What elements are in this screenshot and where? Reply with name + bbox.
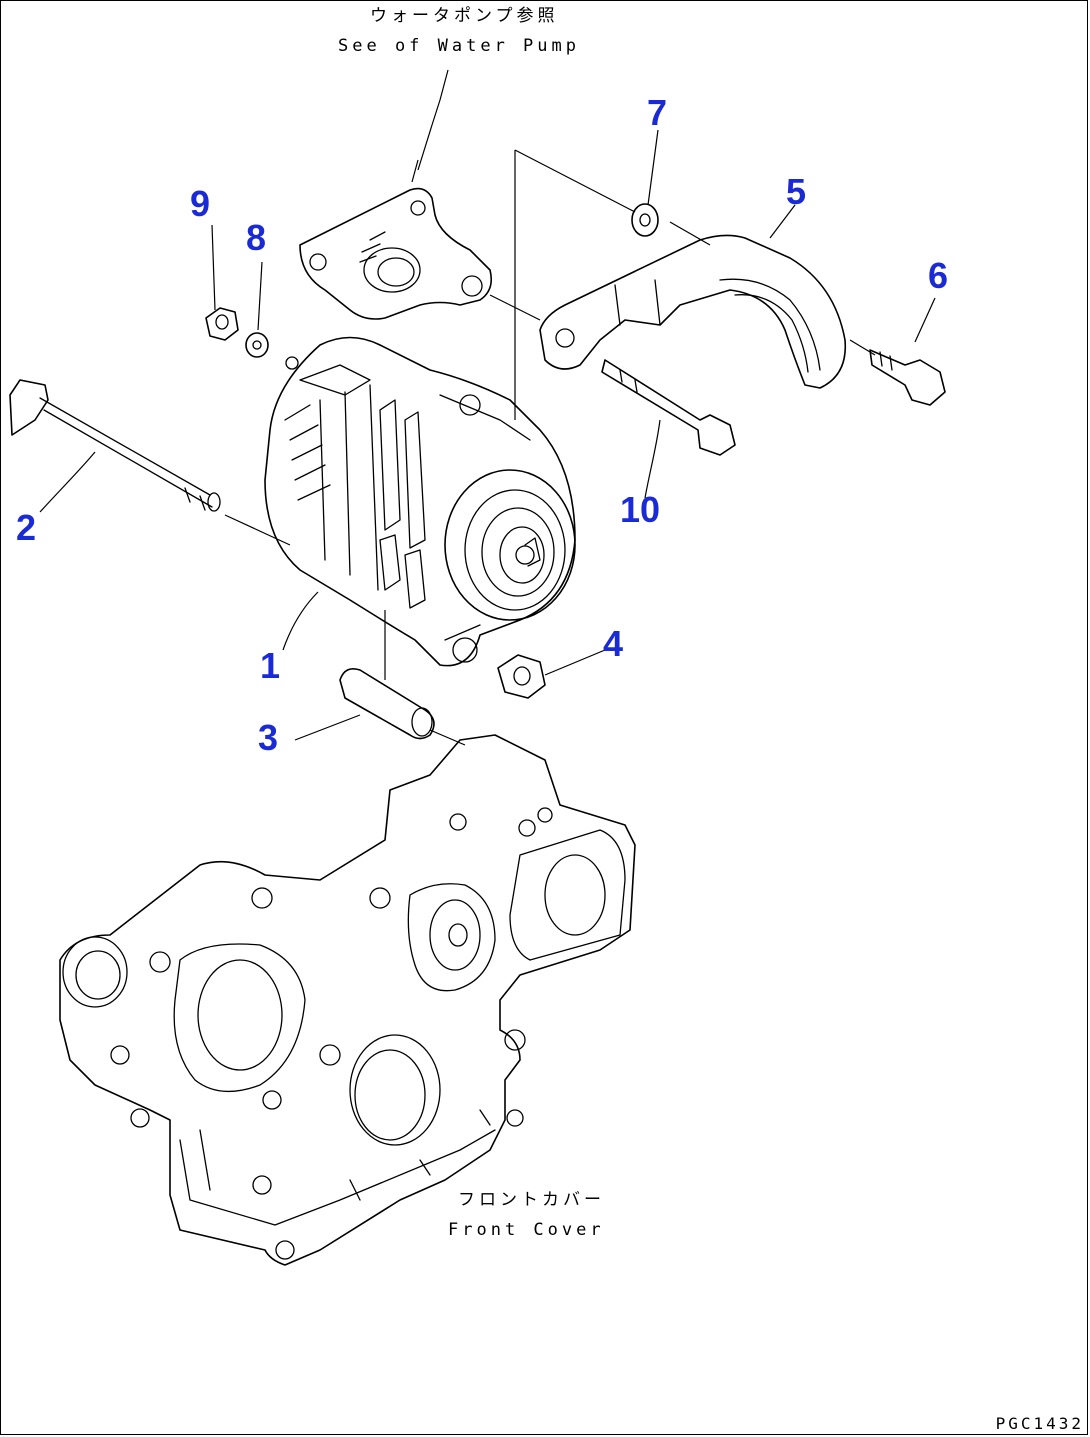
assembly-line-washer — [514, 149, 636, 213]
water-pump-note-en: See of Water Pump — [338, 36, 580, 56]
callout-5: 5 — [786, 171, 807, 212]
callout-10: 10 — [620, 489, 661, 530]
callout-3: 3 — [258, 717, 279, 758]
nut-4 — [497, 654, 546, 699]
leader-lines — [39, 69, 936, 746]
callout-2: 2 — [16, 507, 37, 548]
front-cover — [59, 734, 636, 1266]
front-cover-note-en: Front Cover — [448, 1220, 605, 1240]
leader-10 — [644, 419, 661, 499]
assembly-line-cover — [429, 729, 466, 746]
water-pump-arrow — [411, 159, 419, 183]
leader-2 — [39, 451, 96, 513]
leader-9 — [211, 224, 216, 311]
water-pump-leader — [417, 69, 449, 171]
adjusting-plate — [539, 234, 847, 389]
assembly-line-washer7 — [669, 221, 711, 246]
water-pump-bracket — [299, 187, 493, 320]
callout-9: 9 — [190, 183, 211, 224]
alternator — [264, 336, 576, 667]
callout-8: 8 — [246, 217, 267, 258]
bolt-10 — [601, 359, 736, 456]
front-cover-note-jp: フロントカバー — [458, 1190, 605, 1210]
leader-8 — [257, 261, 263, 331]
leader-7 — [647, 129, 659, 206]
assembly-line-bolt — [224, 514, 291, 546]
washer-7 — [631, 203, 659, 237]
spacer-3 — [339, 667, 435, 740]
leader-4 — [544, 649, 606, 676]
leader-6 — [914, 297, 936, 343]
washer-8 — [245, 332, 269, 358]
leader-3 — [294, 714, 361, 741]
callout-1: 1 — [260, 645, 281, 686]
assembly-line-adjuster — [489, 294, 541, 321]
nut-9 — [205, 307, 239, 341]
callout-7: 7 — [647, 92, 668, 133]
leader-5 — [769, 204, 796, 239]
long-bolt — [9, 379, 221, 512]
drawing-code: PGC1432 — [995, 1414, 1084, 1433]
assembly-line-bolt6 — [849, 339, 876, 356]
callout-6: 6 — [928, 255, 949, 296]
water-pump-note-jp: ウォータポンプ参照 — [370, 6, 559, 26]
leader-1 — [282, 591, 319, 651]
callout-4: 4 — [603, 623, 624, 664]
bolt-6 — [869, 349, 946, 406]
